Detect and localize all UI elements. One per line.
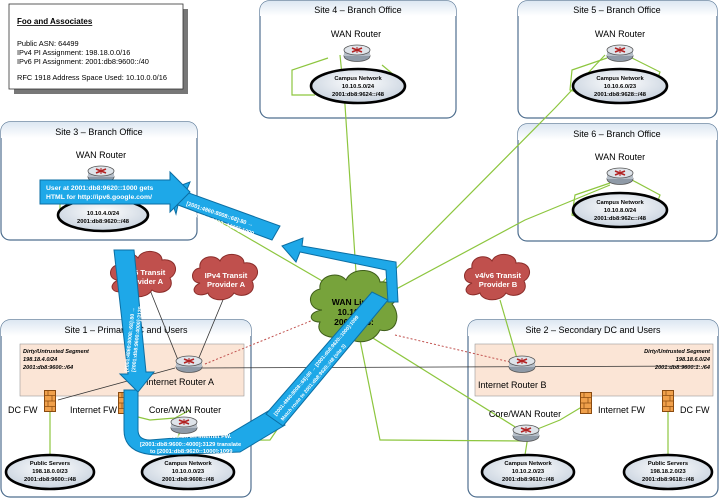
site-1-dirty-v6: 2001:db8:9600::/64	[22, 365, 74, 371]
site-6-title: Site 6 – Branch Office	[573, 129, 660, 139]
router-label: Internet Router A	[146, 377, 214, 387]
cloud-label: Provider B	[479, 280, 518, 289]
site-1-dc-fw-label: DC FW	[8, 405, 38, 415]
network-label: 10.10.5.0/24	[342, 84, 375, 90]
site-5-wan-router: WAN Router	[595, 29, 645, 62]
site-2-dirty-label: Dirty/Untrusted Segment	[644, 349, 711, 355]
site-1-internet-router: Internet Router A	[146, 355, 214, 387]
site-1-dc-fw-icon	[44, 390, 56, 412]
cloud-ipv4-transit-a: IPv4 Transit Provider A	[192, 254, 259, 301]
network-label: Campus Network	[596, 76, 644, 82]
arrow-label: to [2001:db8:9620::1000]:1099	[150, 449, 233, 455]
router-label: WAN Router	[595, 152, 645, 162]
site-2-core-router: Core/WAN Router	[489, 409, 561, 442]
user-note: HTML for http://ipv6.google.com/	[46, 194, 152, 201]
site-2-dc-fw-icon	[662, 390, 674, 412]
site-6-wan-router: WAN Router	[595, 152, 645, 185]
network-label: 2001:db8:9620::/48	[77, 219, 130, 225]
router-label: Internet Router B	[478, 380, 547, 390]
info-title: Foo and Associates	[17, 17, 93, 26]
info-line: IPv6 PI Assignment: 2001:db8:9600::/40	[17, 57, 149, 66]
network-label: Campus Network	[164, 461, 212, 467]
network-label: 2001:db8:9608::/48	[162, 477, 215, 483]
flow-arrow-segment	[39, 170, 191, 214]
info-box: Foo and Associates Public ASN: 64499 IPv…	[8, 3, 188, 94]
flow-arrow-segment	[167, 181, 281, 241]
site-2-public-servers: Public Servers 198.18.2.0/23 2001:db8:96…	[622, 453, 714, 491]
info-line: Public ASN: 64499	[17, 39, 79, 48]
site-2-internet-fw-icon	[580, 392, 592, 414]
router-label: Core/WAN Router	[149, 405, 221, 415]
site-1-core-router: Core/WAN Router	[149, 405, 221, 434]
dashed-links	[204, 317, 511, 365]
site-4-title: Site 4 – Branch Office	[314, 5, 401, 15]
arrow-label: Match route to 2001:db8:9620::/48 (site …	[280, 343, 348, 422]
router-label: WAN Router	[331, 29, 381, 39]
network-label: 198.18.2.0/23	[650, 469, 686, 475]
user-note: User at 2001:db8:9620::1000 gets	[46, 185, 154, 192]
site-2-dirty-v4: 198.18.6.0/24	[676, 357, 711, 363]
site-1-dirty-v4: 198.18.4.0/24	[23, 357, 58, 363]
network-label: 10.10.0.0/23	[172, 469, 205, 475]
flow-arrow-segment	[123, 389, 286, 456]
site-2-dc-fw-label: DC FW	[680, 405, 710, 415]
cloud-label: IPv4 Transit	[205, 271, 248, 280]
cloud-label: v4/v6 Transit	[475, 271, 521, 280]
cloud-label: WAN Links	[332, 297, 377, 307]
site-1-campus-network: Campus Network 10.10.0.0/23 2001:db8:960…	[140, 453, 236, 491]
site-4-wan-router: WAN Router	[331, 29, 381, 62]
arrow-label: Match session on Internet FW.	[148, 434, 232, 440]
network-label: Campus Network	[504, 461, 552, 467]
site-3-box: Site 3 – Branch Office	[0, 121, 198, 241]
info-line: RFC 1918 Address Space Used: 10.10.0.0/1…	[17, 73, 167, 82]
flow-arrow-segment	[113, 249, 156, 393]
network-label: 10.10.4.0/24	[87, 211, 120, 217]
network-label: Public Servers	[30, 461, 70, 467]
network-label: 2001:db8:9624::/48	[332, 92, 385, 98]
network-label: 2001:db8:962c::/48	[594, 216, 647, 222]
network-label: Campus Network	[596, 200, 644, 206]
site-4-campus-network: Campus Network 10.10.5.0/24 2001:db8:962…	[309, 67, 407, 105]
cloud-label: Provider A	[207, 280, 246, 289]
internet-links	[57, 289, 701, 401]
cloud-label: IPv6 Transit	[123, 268, 166, 277]
site-3-wan-router: WAN Router	[76, 150, 126, 183]
site-1-public-servers: Public Servers 198.18.0.0/23 2001:db8:96…	[4, 453, 96, 491]
network-label: 2001:db8:9628::/48	[594, 92, 647, 98]
network-label: 10.10.6.0/23	[604, 84, 637, 90]
router-label: Core/WAN Router	[489, 409, 561, 419]
network-label: 2001:db8:9618::/48	[642, 477, 695, 483]
site-1-internet-fw-label: Internet FW	[70, 405, 118, 415]
network-label: 2001:db8:9600::/48	[24, 477, 77, 483]
site-5-campus-network: Campus Network 10.10.6.0/23 2001:db8:962…	[571, 67, 669, 105]
network-label: 10.10.2.0/23	[512, 469, 545, 475]
site-6-campus-network: Campus Network 10.10.8.0/24 2001:db8:962…	[571, 191, 669, 229]
cloud-label: Provider A	[125, 277, 164, 286]
network-label: Public Servers	[648, 461, 688, 467]
flow-arrow-segment	[281, 237, 399, 303]
site-1-dirty-label: Dirty/Untrusted Segment	[23, 349, 90, 355]
site-2-campus-network: Campus Network 10.10.2.0/23 2001:db8:961…	[480, 453, 576, 491]
site-3-title: Site 3 – Branch Office	[55, 127, 142, 137]
network-label: 198.18.0.0/23	[32, 469, 68, 475]
site-2-title: Site 2 – Secondary DC and Users	[525, 325, 661, 335]
router-label: WAN Router	[76, 150, 126, 160]
network-label: 10.10.8.0/24	[604, 208, 637, 214]
site-2-internet-fw-label: Internet FW	[598, 405, 646, 415]
arrow-label: [2001:4860:8008::68]:80 → [2001:db8:9620…	[273, 314, 361, 417]
arrow-label: [2001:db8:9600::4000]:3129 translate	[140, 442, 242, 448]
network-label: 2001:db8:9610::/48	[502, 477, 555, 483]
info-line: IPv4 PI Assignment: 198.18.0.0/16	[17, 48, 130, 57]
cloud-v4v6-transit-b: v4/v6 Transit Provider B	[464, 254, 531, 301]
router-label: WAN Router	[595, 29, 645, 39]
site-2-dirty-v6: 2001:db8:9600:1::/64	[654, 365, 711, 371]
network-label: Campus Network	[334, 76, 382, 82]
site-2-internet-router: Internet Router B	[478, 355, 547, 390]
site-5-title: Site 5 – Branch Office	[573, 5, 660, 15]
